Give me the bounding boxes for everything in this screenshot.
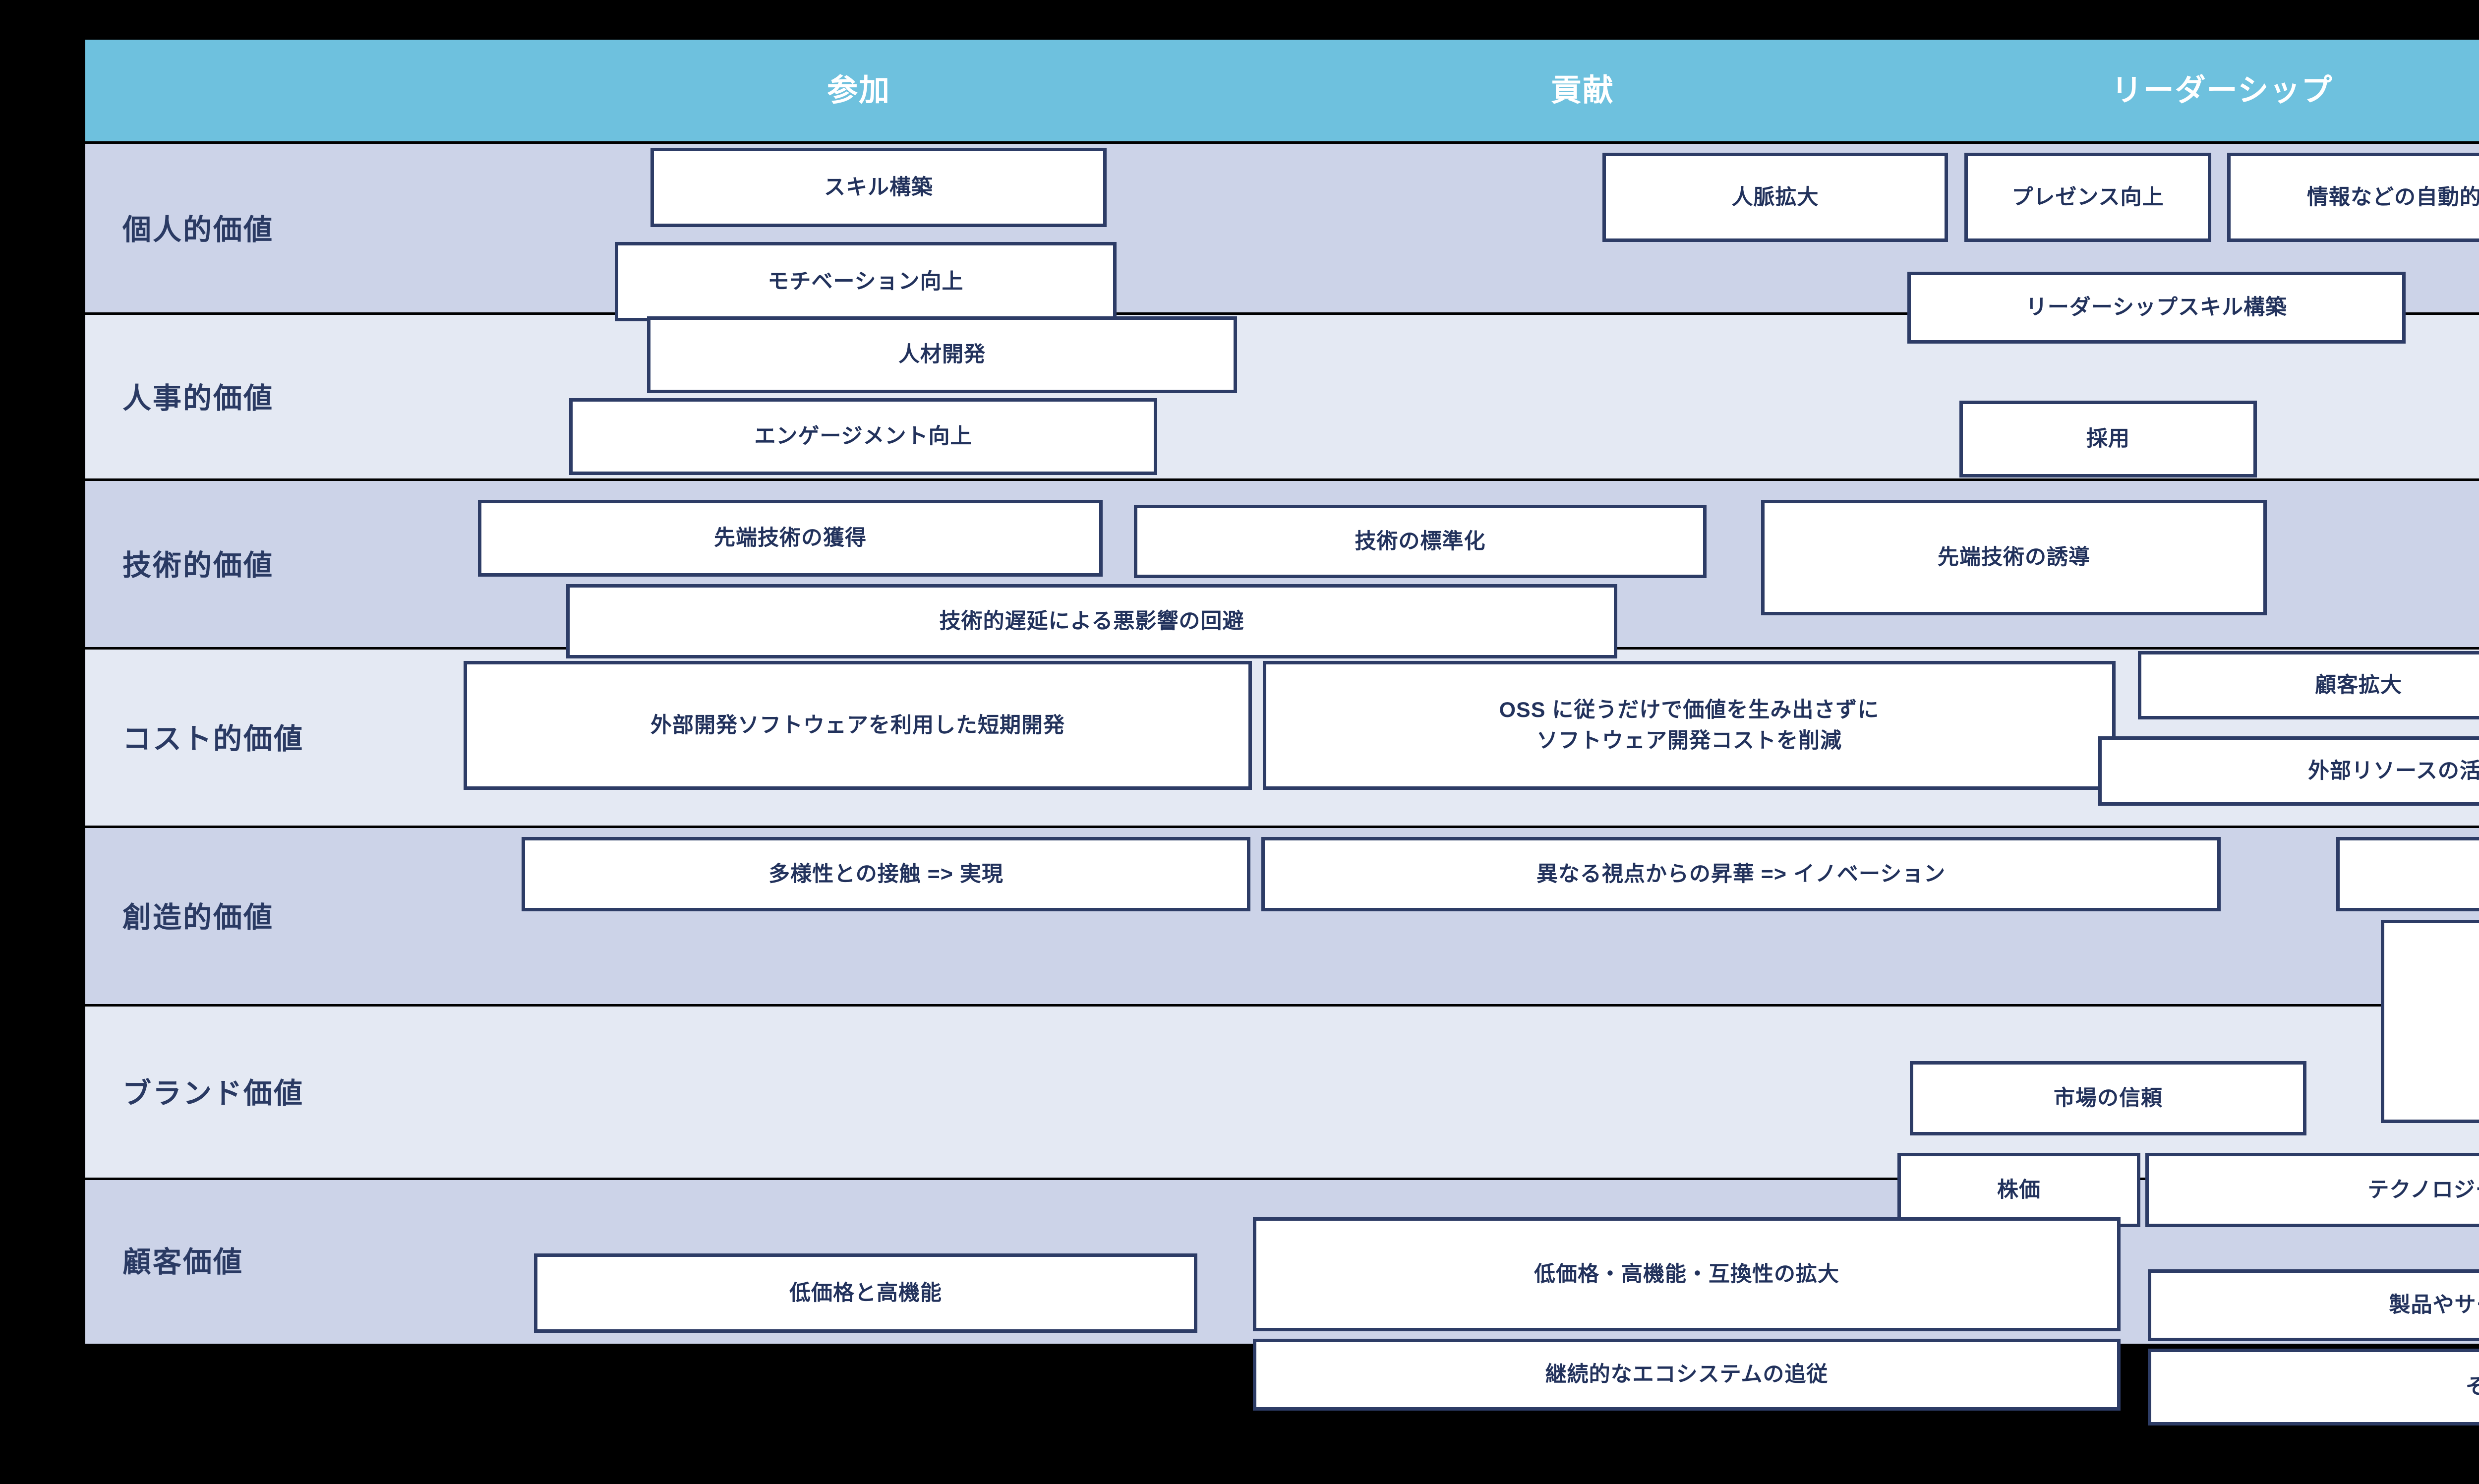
node-motivation-up[interactable]: モチベーション向上 [615,242,1117,321]
node-others[interactable]: その他？？？ [2148,1349,2479,1425]
node-skill-building[interactable]: スキル構築 [650,148,1107,227]
matrix-header-band [85,40,2479,141]
node-continuous-ecosystem[interactable]: 継続的なエコシステムの追従 [1253,1339,2121,1411]
node-low-price-high-function[interactable]: 低価格と高機能 [534,1253,1197,1333]
node-diversity-contact[interactable]: 多様性との接触 => 実現 [522,837,1250,911]
node-presence-up[interactable]: プレゼンス向上 [1964,153,2211,242]
column-header-contribution: 貢献 [1550,73,1614,108]
node-short-term-dev-external[interactable]: 外部開発ソフトウェアを利用した短期開発 [464,661,1252,790]
node-recruiting[interactable]: 採用 [1959,401,2257,477]
node-network-expansion[interactable]: 人脈拡大 [1602,153,1948,242]
node-external-resource-use[interactable]: 外部リソースの活用 [2098,736,2479,806]
row-label-customer-value: 顧客価値 [122,1246,244,1278]
row-label-technical-value: 技術的価値 [122,549,274,582]
node-low-price-compat-expand[interactable]: 低価格・高機能・互換性の拡大 [1253,1217,2121,1331]
node-oss-cost-reduction-line2: ソフトウェア開発コストを削減 [1536,729,1842,753]
node-stock-price[interactable]: 株価 [1897,1153,2140,1227]
node-auto-info-collection[interactable]: 情報などの自動的な収集 [2227,153,2479,242]
row-band-brand-value [85,1004,2479,1178]
node-tech-standardization[interactable]: 技術の標準化 [1134,505,1707,578]
column-header-participation: 参加 [826,73,890,108]
node-acquire-leading-tech[interactable]: 先端技術の獲得 [478,500,1103,577]
row-label-personal-value: 個人的価値 [122,214,274,246]
node-customer-expansion[interactable]: 顧客拡大 [2138,651,2479,719]
node-different-viewpoints[interactable]: 異なる視点からの昇華 => イノベーション [1261,837,2221,911]
node-engagement-up[interactable]: エンゲージメント向上 [569,398,1157,475]
node-avoid-tech-delay-impact[interactable]: 技術的遅延による悪影響の回避 [566,584,1617,658]
node-guide-leading-tech[interactable]: 先端技術の誘導 [1761,500,2267,615]
row-label-creative-value: 創造的価値 [122,901,274,934]
node-market-trust[interactable]: 市場の信頼 [1910,1061,2306,1135]
node-oss-cost-reduction-line1: OSS に従うだけで価値を生み出さずに [1499,698,1880,722]
row-label-cost-value: コスト的価値 [122,723,304,755]
node-oss-cost-reduction[interactable]: OSS に従うだけで価値を生み出さずに ソフトウェア開発コストを削減 [1263,661,2116,790]
row-label-hr-value: 人事的価値 [122,382,274,415]
node-talent-development[interactable]: 人材開発 [647,316,1237,393]
node-feedback-group[interactable]: フィードバック 利用拡大 顧客満足度向上 [2381,920,2479,1123]
node-leadership-skill-building[interactable]: リーダーシップスキル構築 [1907,272,2406,344]
row-label-brand-value: ブランド価値 [122,1077,304,1110]
node-tech-company-presence[interactable]: テクノロジー企業としての存在感 [2145,1153,2479,1227]
column-header-leadership: リーダーシップ [2111,73,2333,108]
node-product-sustainability[interactable]: 製品やサービスの持続可能性 [2148,1269,2479,1341]
node-community-acquisition[interactable]: コミュニティの獲得 [2336,837,2479,911]
value-matrix: 参加 貢献 リーダーシップ 個人的価値 人事的価値 技術的価値 コスト的価値 創… [85,40,2479,1425]
